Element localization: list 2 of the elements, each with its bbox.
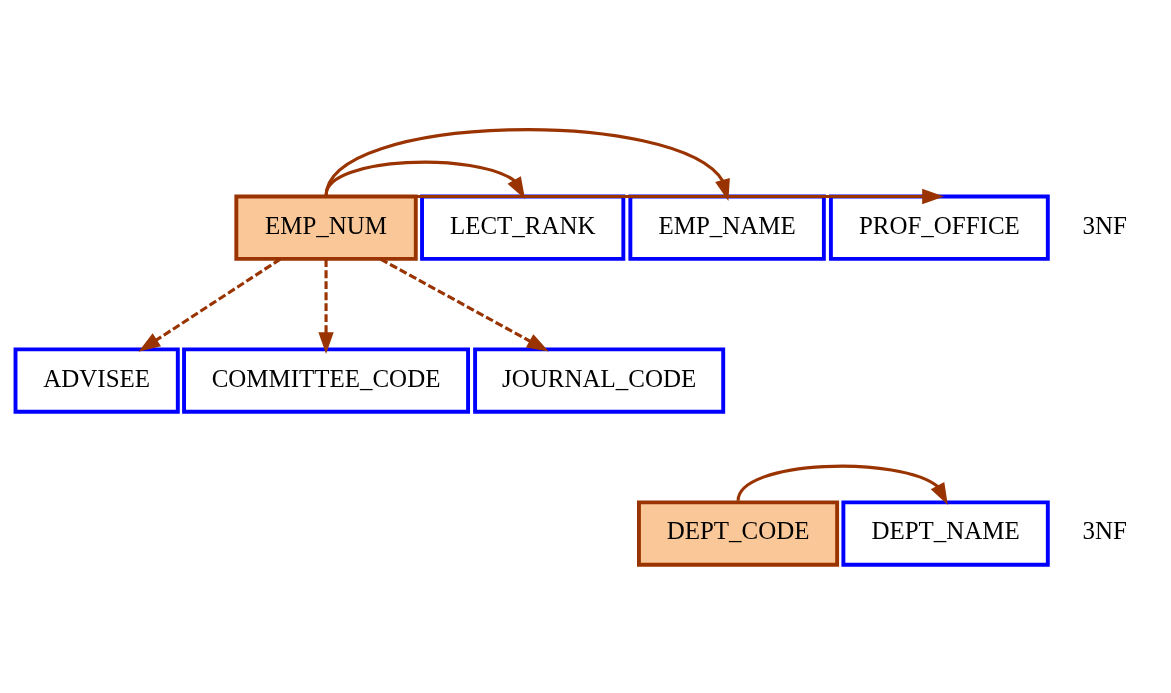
label: 3NF bbox=[1082, 211, 1127, 239]
label: 3NF bbox=[1082, 516, 1127, 544]
